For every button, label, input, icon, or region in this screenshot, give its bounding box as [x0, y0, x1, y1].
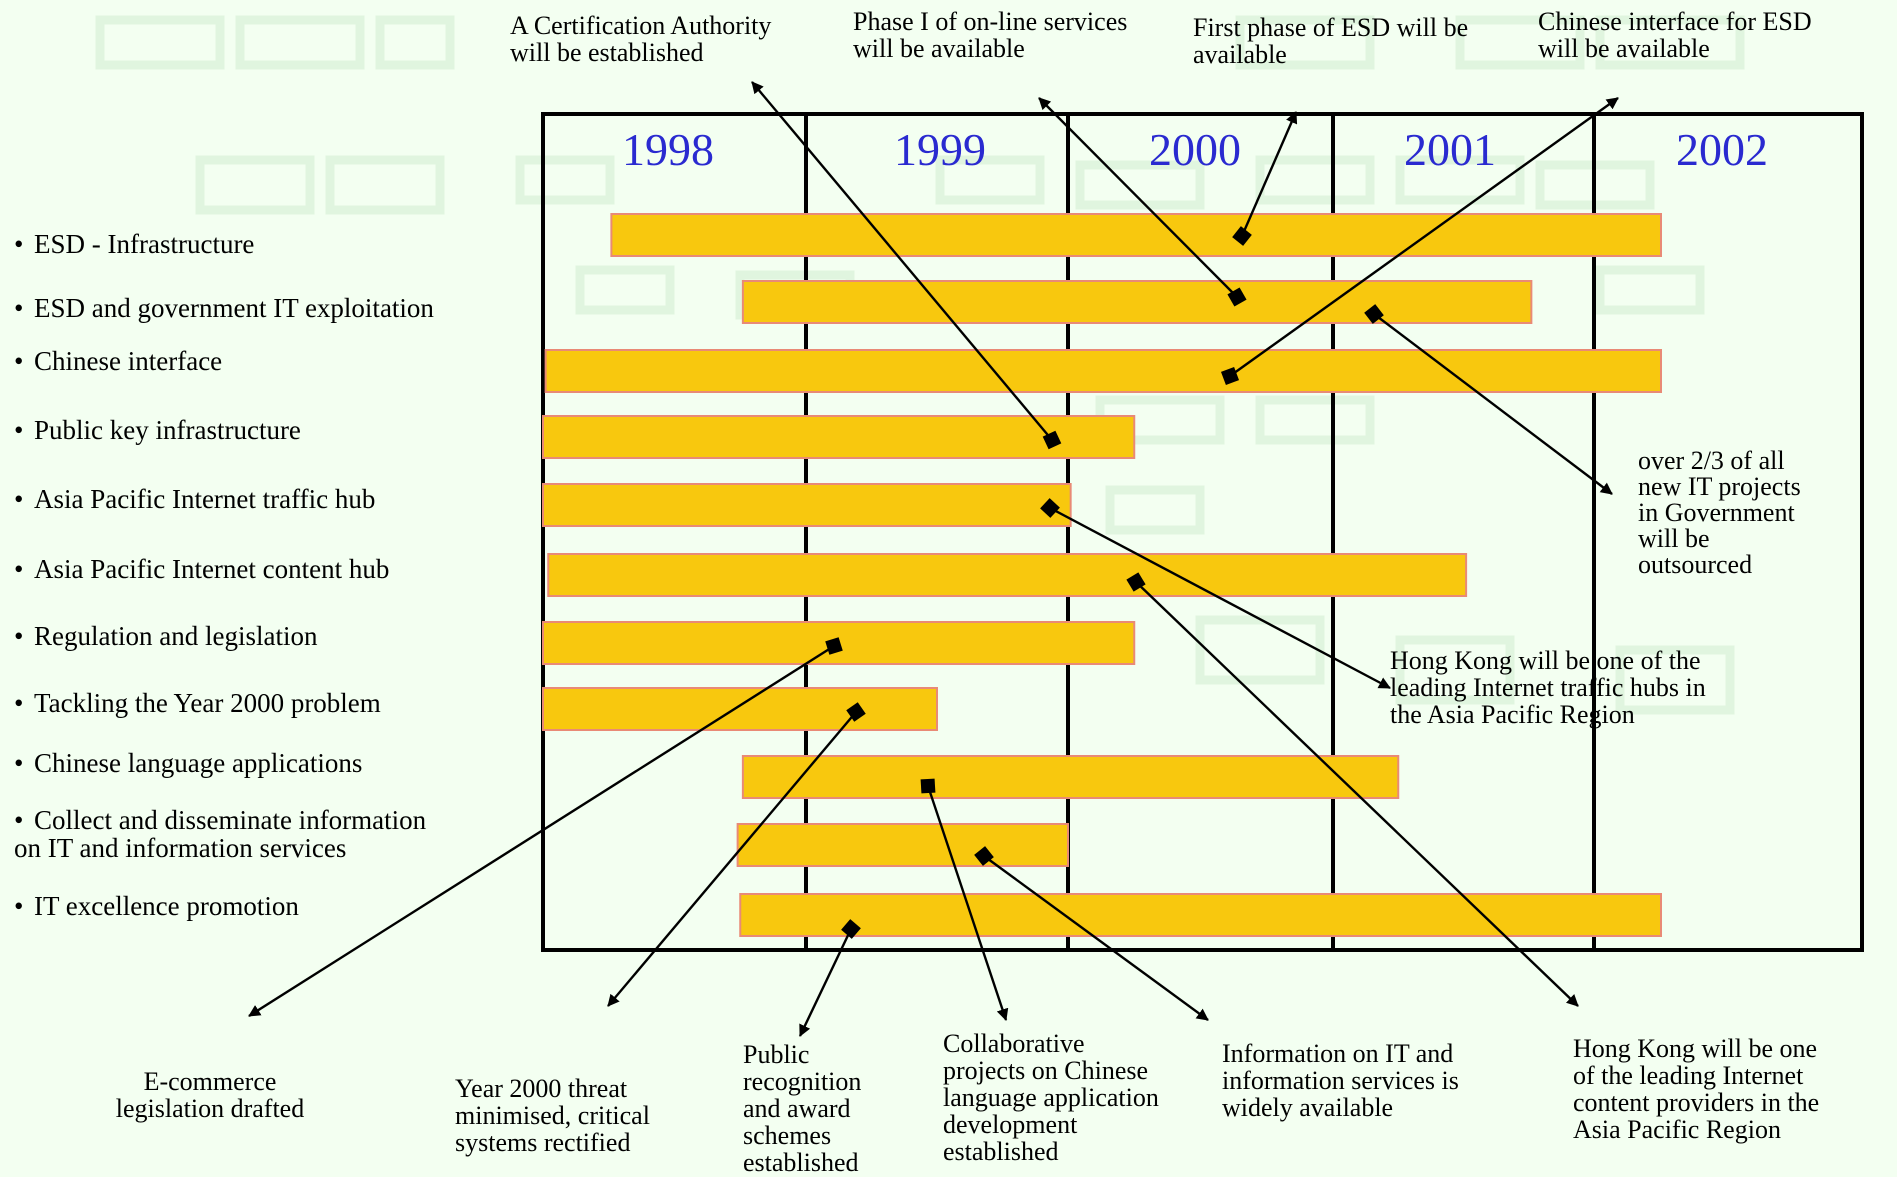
task-label-chinese-interface: •Chinese interface — [14, 346, 223, 376]
bullet: • — [14, 346, 24, 376]
task-label-regulation: •Regulation and legislation — [14, 621, 318, 651]
task-bar — [610, 213, 1662, 257]
note-it-outsourcing: over 2/3 of all new IT projects in Gover… — [1638, 446, 1801, 579]
milestone-marker — [1042, 430, 1062, 450]
timeline-frame — [541, 112, 1864, 952]
task-bar — [542, 415, 1136, 459]
milestone-marker — [1227, 287, 1247, 307]
year-1998: 1998 — [622, 124, 714, 175]
task-label-collect-information: •Collect and disseminate information on … — [14, 805, 427, 863]
task-label-content-hub: •Asia Pacific Internet content hub — [14, 554, 390, 584]
task-bar — [739, 893, 1662, 937]
milestone-marker — [1040, 498, 1060, 518]
note-certification-authority: A Certification Authority will be establ… — [510, 11, 772, 67]
milestone-marker — [1126, 572, 1146, 592]
bullet: • — [14, 891, 24, 921]
note-collaborative-projects: Collaborative projects on Chinese langua… — [943, 1029, 1159, 1166]
task-bar — [741, 280, 1533, 324]
task-bar — [741, 755, 1400, 799]
milestone-marker — [974, 846, 994, 866]
milestone-arrows — [248, 81, 1619, 1037]
bullet: • — [14, 415, 24, 445]
bullet: • — [14, 484, 24, 514]
milestone-arrow — [1373, 313, 1613, 495]
milestone-marker — [1220, 366, 1240, 386]
year-2002: 2002 — [1676, 124, 1768, 175]
milestone-arrow — [751, 81, 1053, 441]
bullet: • — [14, 805, 24, 835]
task-label-it-excellence: •IT excellence promotion — [14, 891, 299, 921]
bullet: • — [14, 688, 24, 718]
bullet: • — [14, 621, 24, 651]
task-label-public-key-infrastructure: •Public key infrastructure — [14, 415, 301, 445]
milestone-arrow — [1049, 506, 1391, 690]
task-label-chinese-language: •Chinese language applications — [14, 748, 363, 778]
milestone-arrow — [926, 785, 1009, 1021]
task-bar — [736, 823, 1069, 867]
task-bar — [544, 349, 1662, 393]
milestone-marker — [1364, 304, 1384, 324]
note-chinese-interface-esd: Chinese interface for ESD will be availa… — [1538, 7, 1812, 63]
bullet: • — [14, 293, 24, 323]
note-ecommerce-legislation: E-commerce legislation drafted — [115, 1067, 305, 1123]
task-bar — [547, 553, 1468, 597]
task-bar — [542, 483, 1072, 527]
note-public-recognition: Public recognition and award schemes est… — [743, 1040, 862, 1177]
milestone-arrow — [798, 928, 853, 1037]
milestone-arrow — [248, 644, 835, 1018]
task-bars — [542, 213, 1662, 937]
note-phase-one-online-services: Phase I of on-line services will be avai… — [853, 7, 1128, 63]
year-2000: 2000 — [1149, 124, 1241, 175]
note-traffic-hub-outcome: Hong Kong will be one of the leading Int… — [1390, 646, 1706, 729]
note-first-phase-esd: First phase of ESD will be available — [1193, 13, 1469, 69]
milestone-marker — [1232, 226, 1252, 246]
note-content-providers: Hong Kong will be one of the leading Int… — [1573, 1034, 1820, 1144]
year-2001: 2001 — [1404, 124, 1496, 175]
milestone-marker — [841, 919, 861, 939]
bullet: • — [14, 554, 24, 584]
note-year-2000-threat: Year 2000 threat minimised, critical sys… — [455, 1074, 650, 1157]
milestone-arrow — [1038, 97, 1238, 298]
milestone-arrow — [1240, 111, 1298, 237]
year-1999: 1999 — [894, 124, 986, 175]
bullet: • — [14, 229, 24, 259]
milestone-arrow — [983, 855, 1209, 1021]
task-label-esd-government-it: •ESD and government IT exploitation — [14, 293, 434, 323]
milestone-marker — [920, 778, 936, 794]
milestone-marker — [846, 702, 866, 722]
milestone-arrow — [607, 711, 857, 1007]
task-label-traffic-hub: •Asia Pacific Internet traffic hub — [14, 484, 376, 514]
milestone-arrow — [1135, 581, 1579, 1007]
bullet: • — [14, 748, 24, 778]
task-bar — [542, 687, 938, 731]
note-it-information-available: Information on IT and information servic… — [1222, 1039, 1459, 1122]
year-header: 1998 1999 2000 2001 2002 — [622, 124, 1768, 175]
milestone-marker — [825, 637, 843, 655]
milestone-arrow — [1229, 97, 1619, 377]
task-label-year-2000: •Tackling the Year 2000 problem — [14, 688, 381, 718]
task-label-esd-infrastructure: •ESD - Infrastructure — [14, 229, 255, 259]
